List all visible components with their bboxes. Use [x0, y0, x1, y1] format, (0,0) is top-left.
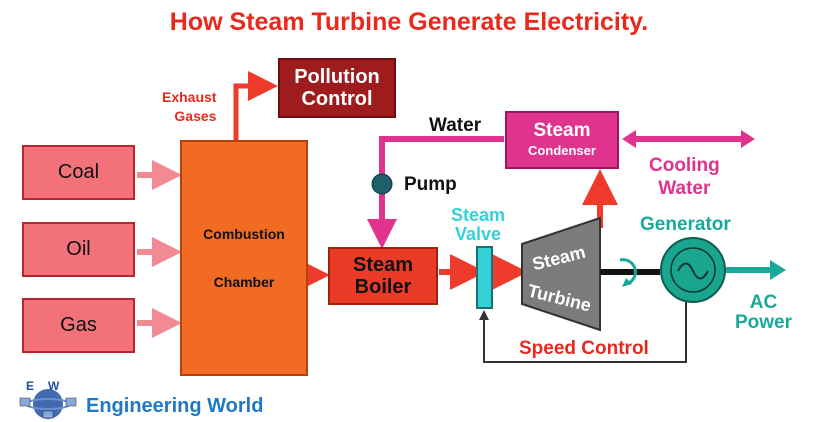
pump-label: Pump [404, 174, 457, 195]
globe-logo-icon [19, 389, 77, 419]
logo-letters: EW [26, 379, 74, 393]
speed-control-label: Speed Control [519, 338, 649, 359]
water-label: Water [429, 115, 482, 136]
oil-box: Oil [22, 222, 135, 277]
page-title: How Steam Turbine Generate Electricity. [169, 8, 649, 36]
coal-box: Coal [22, 145, 135, 200]
pump-icon [371, 173, 393, 195]
exhaust-path [233, 71, 278, 140]
logo-name: Engineering World [86, 395, 264, 417]
rotation-arrow-icon [619, 258, 637, 286]
water-path [379, 136, 504, 176]
steam-valve [476, 246, 493, 309]
speed-control-path [483, 300, 687, 363]
generator-label: Generator [640, 214, 731, 235]
gas-box: Gas [22, 298, 135, 353]
steam-turbine [521, 216, 601, 332]
